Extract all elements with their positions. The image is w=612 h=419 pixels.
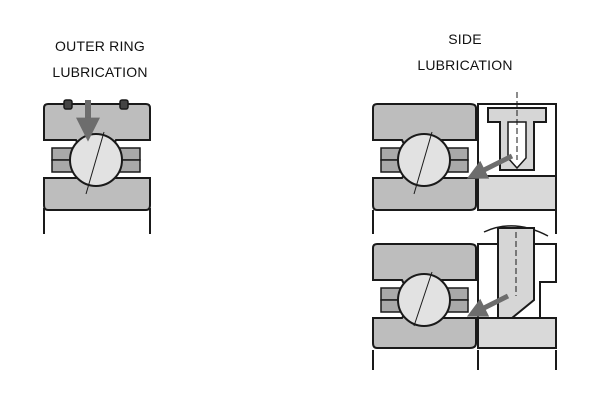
housing-contour bbox=[483, 225, 549, 237]
contact-angle-line bbox=[413, 271, 433, 327]
inner-spacer bbox=[477, 175, 557, 211]
outer-ring-lubrication-caption: OUTER RING LUBRICATION bbox=[35, 33, 165, 85]
inner-ring bbox=[372, 311, 477, 349]
caption-line: LUBRICATION bbox=[417, 57, 513, 73]
caption-line: LUBRICATION bbox=[52, 64, 148, 80]
inner-ring bbox=[372, 171, 477, 211]
nozzle-tip bbox=[507, 121, 527, 170]
side-lubrication-jet-bearing bbox=[372, 225, 557, 370]
caption-line: SIDE bbox=[448, 31, 482, 47]
caption-line: OUTER RING bbox=[55, 38, 145, 54]
contact-angle-line bbox=[85, 131, 105, 195]
ball bbox=[397, 273, 451, 327]
oil-hole bbox=[63, 99, 73, 110]
side-lubrication-caption: SIDE LUBRICATION bbox=[395, 26, 535, 78]
side-lubrication-nozzle-bearing bbox=[372, 92, 557, 234]
inner-ring bbox=[43, 171, 151, 211]
inner-spacer bbox=[477, 317, 557, 349]
oil-hole bbox=[119, 99, 129, 110]
contact-angle-line bbox=[413, 131, 433, 195]
outer-ring-lubrication-bearing bbox=[43, 99, 151, 234]
oil-flow-arrow bbox=[466, 293, 510, 317]
oil-flow-arrow bbox=[466, 153, 514, 179]
